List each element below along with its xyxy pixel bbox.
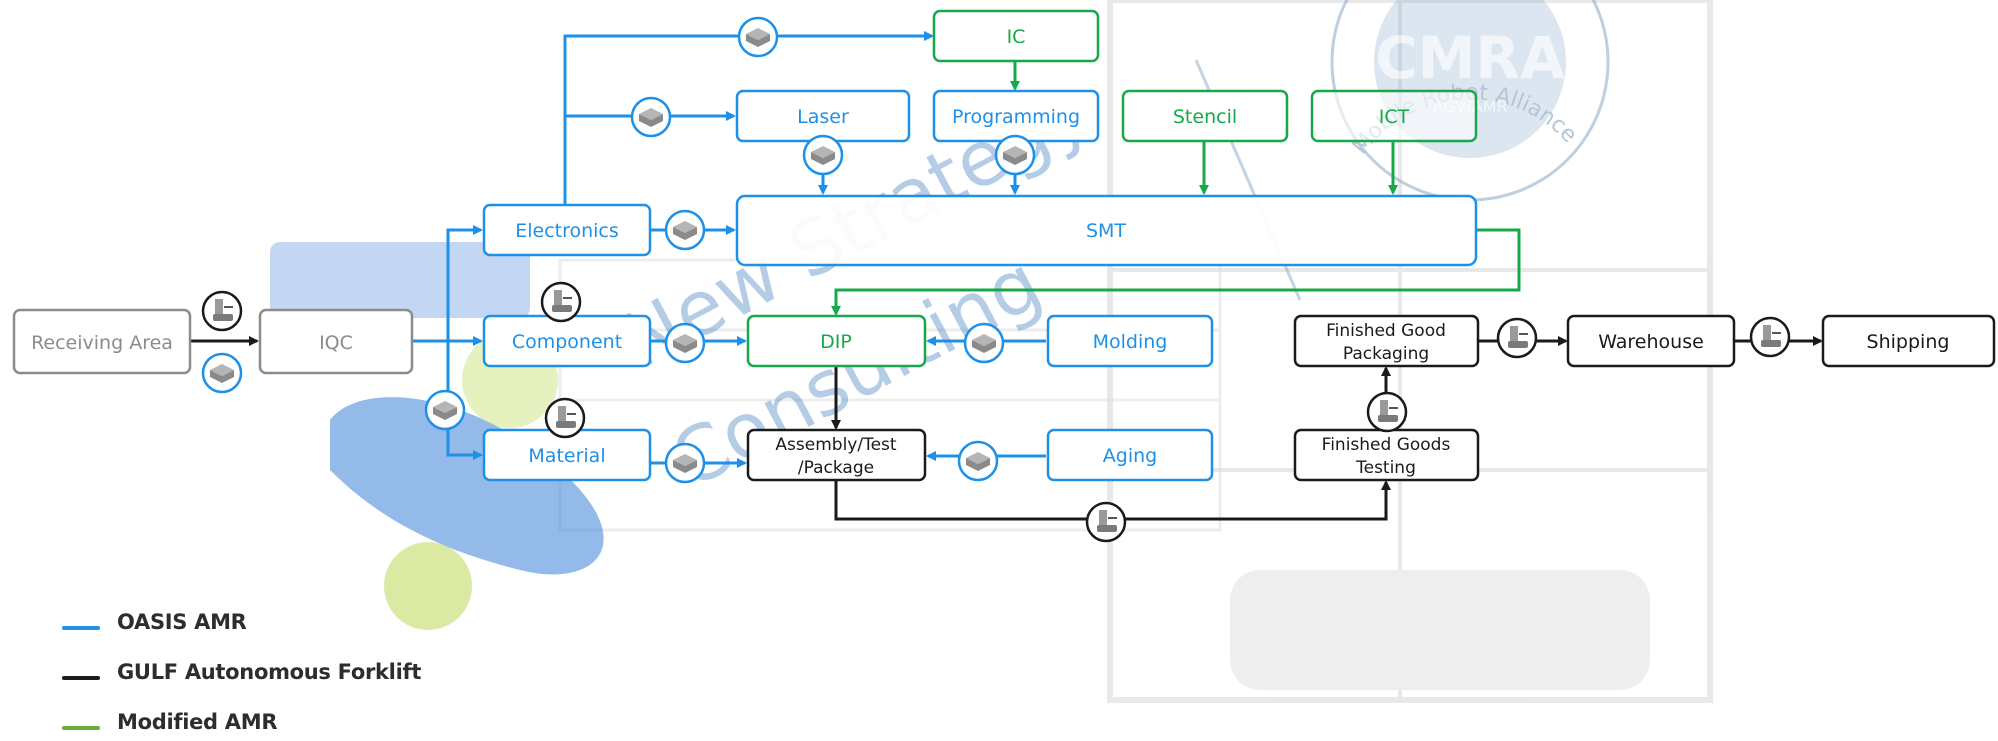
amr-robot-icon: [739, 18, 777, 56]
node-label: Stencil: [1173, 106, 1237, 128]
node-programming: Programming: [934, 91, 1098, 141]
legend-swatch-gulf: [62, 676, 100, 680]
forklift-icon: [1498, 319, 1536, 357]
node-label: ICT: [1379, 106, 1410, 128]
node-label: Aging: [1103, 445, 1157, 467]
node-label: Component: [512, 331, 622, 353]
forklift-icon: [203, 292, 241, 330]
node-finished-goods-testing: Finished Goods Testing: [1295, 430, 1478, 480]
node-ic: IC: [934, 11, 1098, 61]
node-label: Laser: [797, 106, 849, 128]
node-laser: Laser: [737, 91, 909, 141]
node-assembly-test-package: Assembly/Test /Package: [748, 430, 925, 480]
legend-label: Modified AMR: [117, 710, 277, 734]
node-warehouse: Warehouse: [1568, 316, 1734, 366]
amr-robot-icon: [996, 136, 1034, 174]
node-shipping: Shipping: [1823, 316, 1994, 366]
node-receiving-area: Receiving Area: [14, 310, 190, 373]
node-iqc: IQC: [260, 310, 412, 373]
node-label: Electronics: [515, 220, 619, 242]
forklift-icon: [1751, 318, 1789, 356]
node-molding: Molding: [1048, 316, 1212, 366]
node-label: Programming: [952, 106, 1080, 128]
connectors-gulf: [190, 341, 1821, 519]
node-label-line-2: Packaging: [1343, 344, 1429, 364]
forklift-icon: [542, 283, 580, 321]
node-label: SMT: [1086, 220, 1126, 242]
amr-robot-icon: [804, 136, 842, 174]
node-label: IQC: [319, 332, 353, 354]
amr-robot-icon: [666, 324, 704, 362]
amr-robot-icon: [203, 354, 241, 392]
node-stencil: Stencil: [1123, 91, 1287, 141]
node-label: Shipping: [1867, 331, 1950, 353]
node-dip: DIP: [748, 316, 925, 366]
node-component: Component: [484, 316, 650, 366]
node-label-line-2: /Package: [798, 458, 874, 478]
node-label: Warehouse: [1598, 331, 1704, 353]
forklift-icon: [1087, 503, 1125, 541]
amr-robot-icon: [426, 391, 464, 429]
legend-swatch-modified: [62, 726, 100, 730]
node-label: IC: [1007, 26, 1026, 48]
amr-robot-icon: [666, 211, 704, 249]
node-label: Molding: [1093, 331, 1168, 353]
node-label-line-1: Assembly/Test: [775, 435, 896, 455]
node-ict: ICT: [1312, 91, 1476, 141]
node-smt: SMT: [737, 196, 1476, 265]
amr-robot-icon: [959, 442, 997, 480]
legend-label: OASIS AMR: [117, 610, 247, 634]
amr-robot-icon: [632, 98, 670, 136]
forklift-icon: [1368, 393, 1406, 431]
node-aging: Aging: [1048, 430, 1212, 480]
node-label: Receiving Area: [31, 332, 173, 354]
amr-robot-icon: [666, 444, 704, 482]
node-finished-good-packaging: Finished Good Packaging: [1295, 316, 1478, 366]
node-electronics: Electronics: [484, 205, 650, 255]
legend-label: GULF Autonomous Forklift: [117, 660, 421, 684]
amr-robot-icon: [965, 324, 1003, 362]
node-label: DIP: [820, 331, 852, 353]
node-label: Material: [528, 445, 605, 467]
forklift-icon: [546, 399, 584, 437]
legend-swatch-oasis: [62, 626, 100, 630]
node-label-line-1: Finished Good: [1326, 321, 1446, 341]
node-label-line-1: Finished Goods: [1322, 435, 1451, 455]
node-label-line-2: Testing: [1355, 458, 1416, 478]
